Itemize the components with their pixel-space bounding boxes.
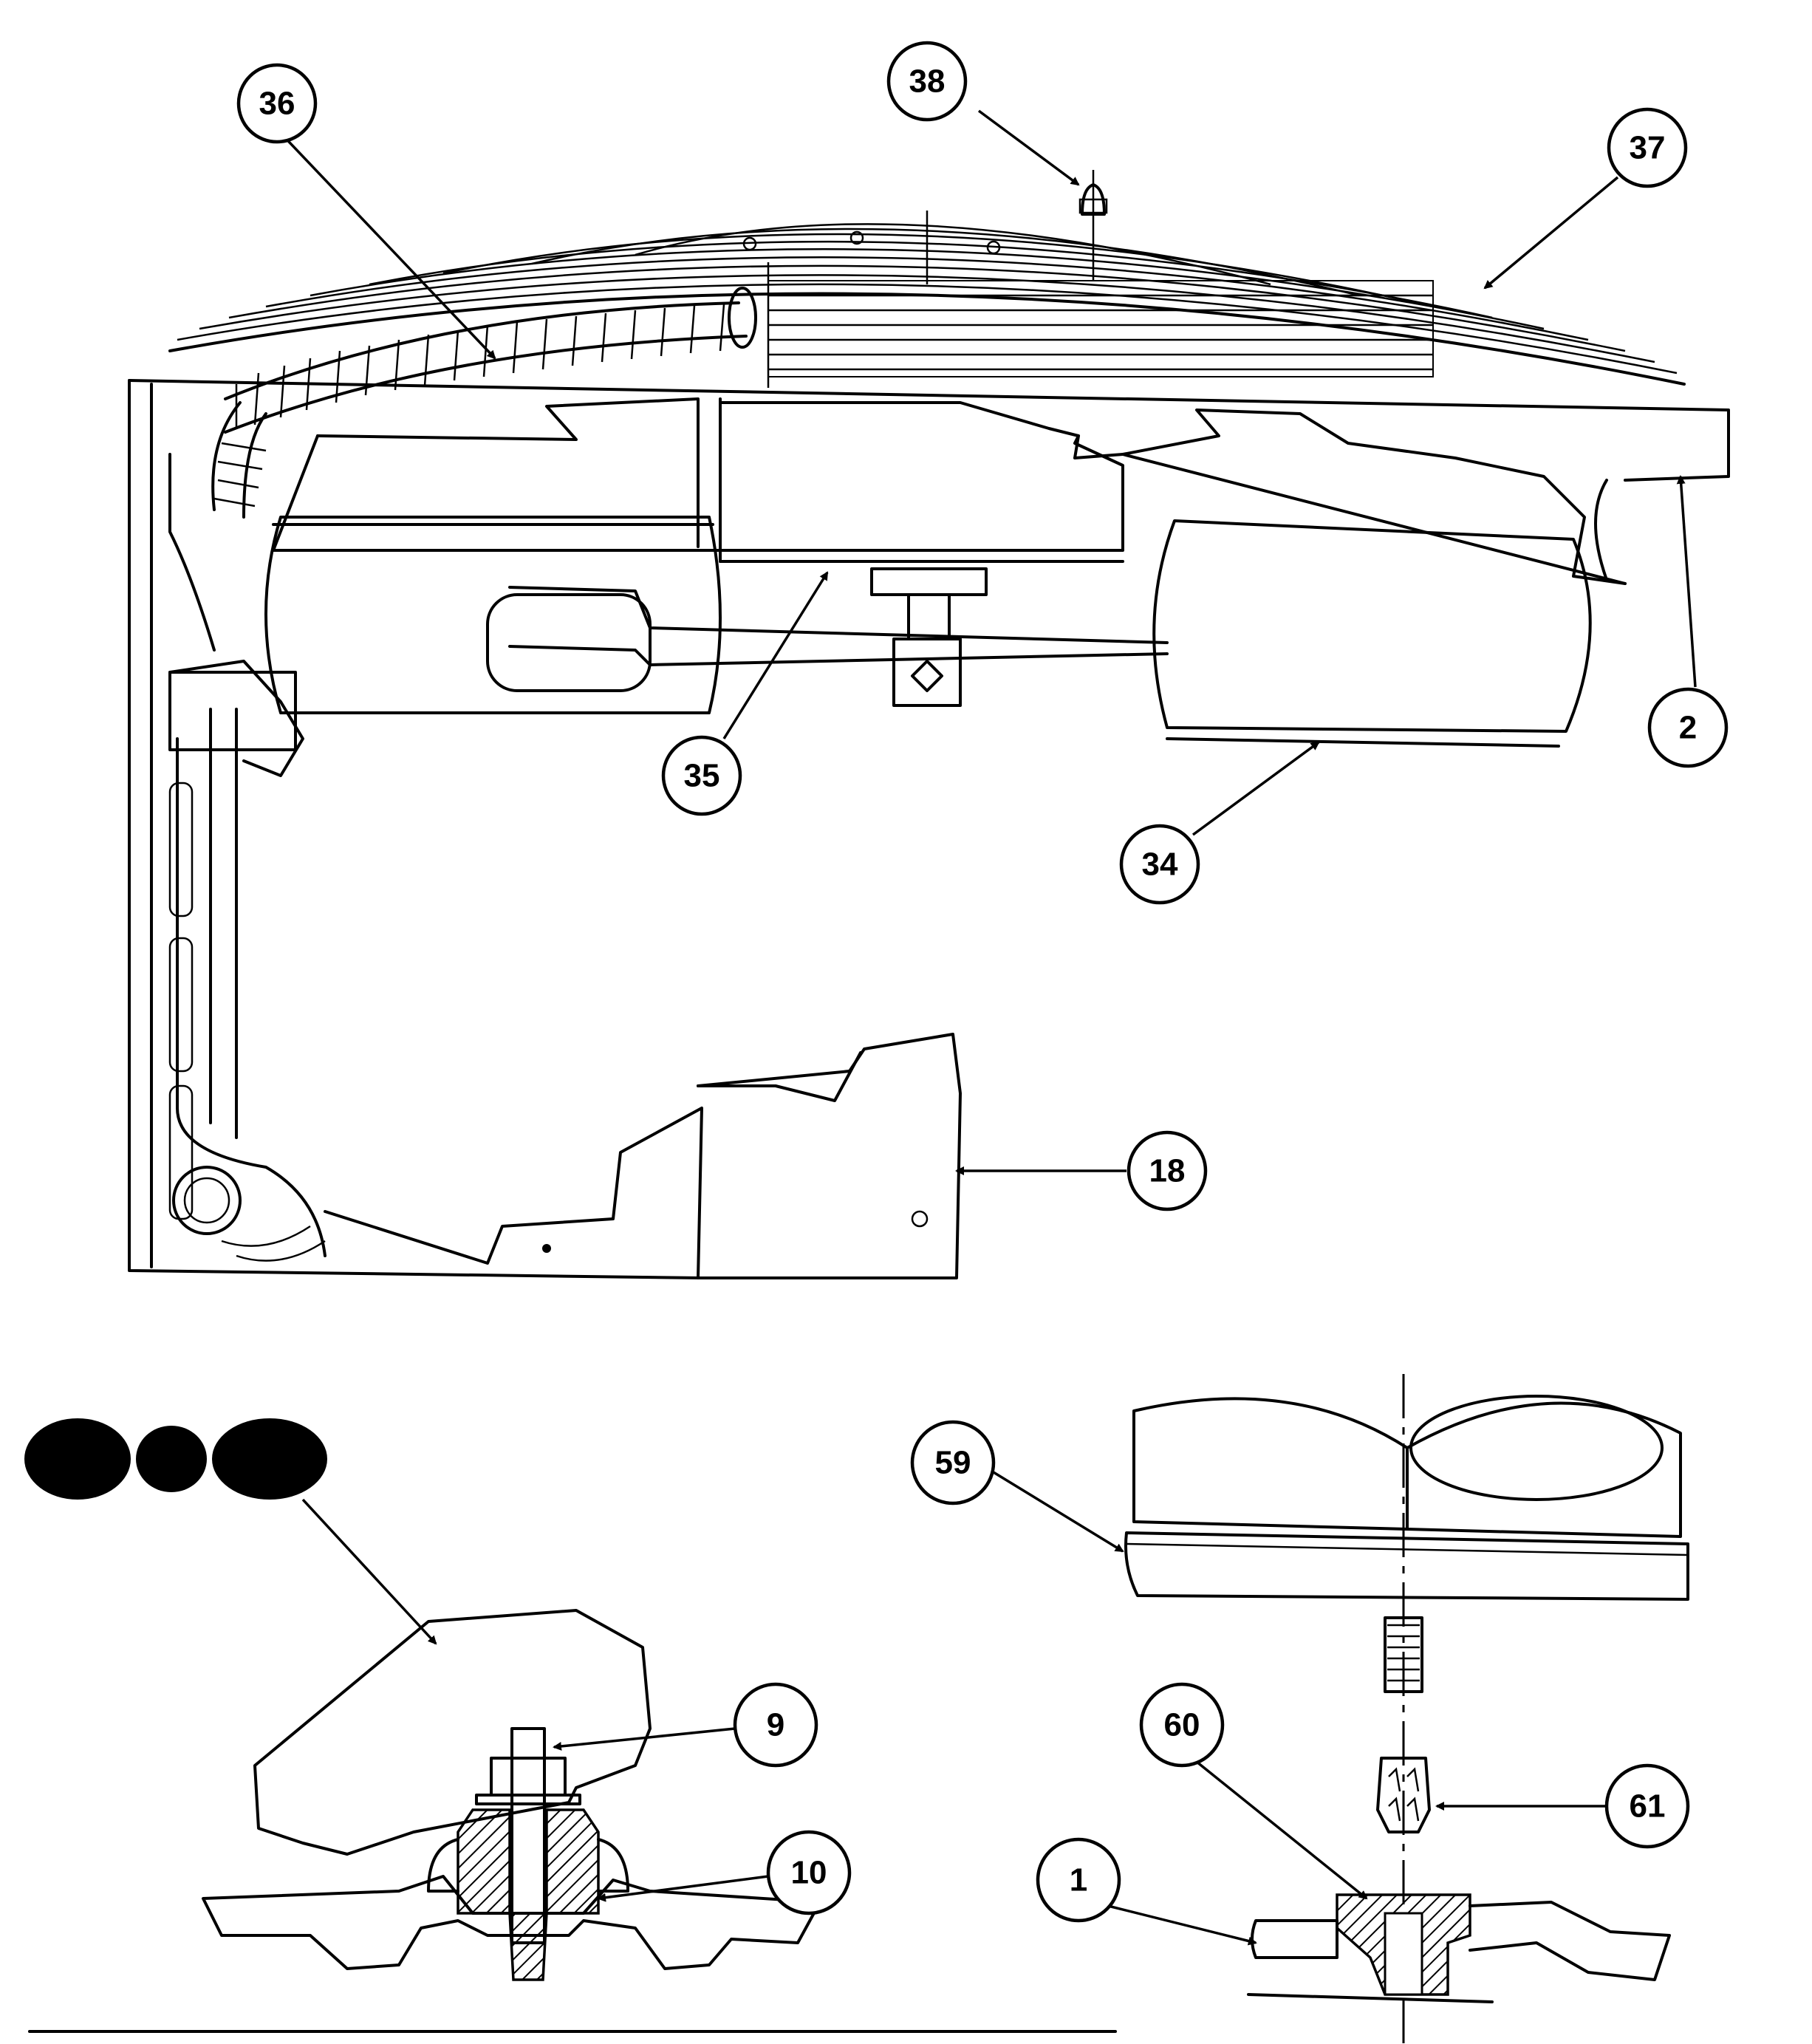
svg-text:59: 59 [935, 1445, 971, 1481]
svg-text:38: 38 [909, 64, 946, 100]
callout-59: 59 [910, 1420, 1124, 1553]
callout-10: 10 [597, 1830, 852, 1915]
svg-text:36: 36 [259, 86, 295, 122]
svg-text:or: or [157, 1441, 185, 1477]
light-bulb-part [1078, 170, 1108, 281]
svg-text:60: 60 [1164, 1707, 1200, 1743]
callout-37: 37 [1483, 107, 1688, 290]
callout-8a: 8A [212, 1418, 437, 1645]
svg-text:61: 61 [1630, 1788, 1666, 1825]
callout-34: 34 [1119, 741, 1320, 905]
svg-text:8: 8 [69, 1441, 86, 1477]
callout-36: 36 [236, 63, 496, 360]
compressor-base-outline [253, 1609, 652, 1856]
callout-60: 60 [1139, 1682, 1368, 1900]
callout-35: 35 [661, 571, 829, 816]
callout-61: 61 [1435, 1763, 1690, 1849]
flex-conduit [211, 287, 757, 519]
svg-text:8A: 8A [249, 1441, 290, 1477]
svg-text:18: 18 [1149, 1153, 1186, 1189]
svg-text:1: 1 [1070, 1862, 1087, 1898]
callout-38: 38 [886, 41, 1080, 186]
callout-or: or [136, 1426, 207, 1492]
top-cover-grille [168, 211, 1686, 388]
base-pan-grommet [1247, 1893, 1671, 2003]
svg-text:10: 10 [791, 1855, 827, 1891]
threaded-insert [1376, 1757, 1431, 1833]
callout-1: 1 [1036, 1837, 1257, 1946]
callout-9: 9 [553, 1682, 818, 1768]
svg-text:2: 2 [1679, 710, 1697, 746]
grommet-bolt-assembly [28, 1727, 1117, 2033]
svg-text:37: 37 [1630, 130, 1666, 166]
callout-8: 8 [24, 1418, 131, 1500]
callout-2: 2 [1647, 475, 1729, 768]
callout-18: 18 [955, 1130, 1208, 1211]
svg-text:35: 35 [684, 758, 720, 794]
svg-text:34: 34 [1142, 847, 1178, 883]
svg-text:9: 9 [767, 1707, 784, 1743]
main-housing [128, 379, 1730, 1279]
